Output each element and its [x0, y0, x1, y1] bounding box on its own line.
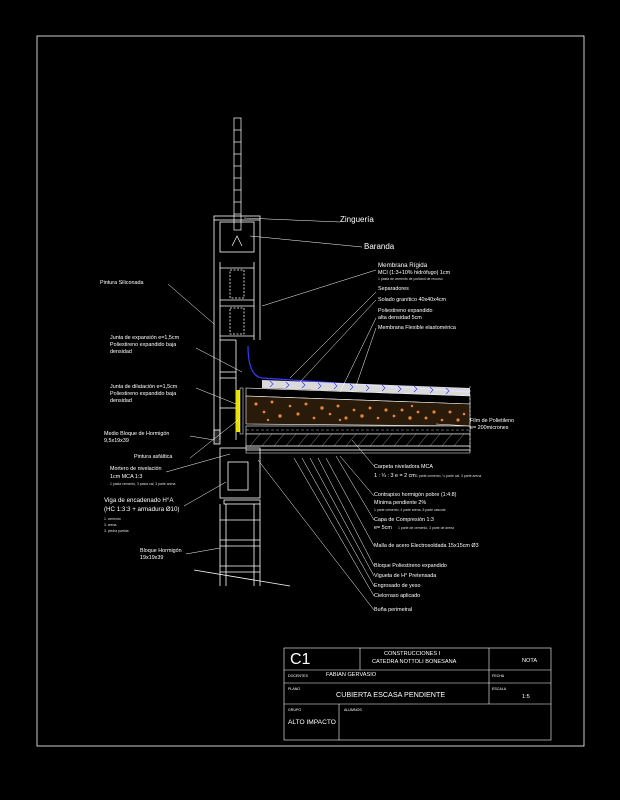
- label-film-spec: e= 200micrones: [470, 425, 509, 431]
- label-carpeta: Carpeta niveladora MCA: [374, 464, 434, 470]
- label-junta-dilatacion-3: densidad: [110, 398, 132, 404]
- label-junta-expansion-3: densidad: [110, 349, 132, 355]
- title-org-1: CONSTRUCCIONES I: [384, 651, 441, 657]
- label-contrapiso-note: 1 parte cemento, 4 parte arena, 8 parte …: [374, 508, 446, 512]
- roof-layers: [245, 345, 471, 454]
- insulation-strip: [236, 390, 240, 432]
- label-mortero-note: 1 pasta cemento, 3 pasta cal, 3 parte ar…: [110, 482, 176, 486]
- label-junta-expansion-2: Poliestireno expandido baja: [110, 342, 177, 348]
- label-viga-l3: 3. piedra partida: [104, 529, 129, 533]
- label-malla: Malla de acero Electrosoldada 15x15cm Ø3: [374, 543, 479, 549]
- title-block: [283, 647, 552, 741]
- label-pintura-asfaltica: Pintura asfáltica: [134, 454, 173, 460]
- label-viga-l1: 1. cemento: [104, 517, 121, 521]
- label-buna: Buña perimetral: [374, 607, 413, 613]
- label-medio-bloque-dim: 9,5x19x39: [104, 438, 129, 444]
- label-contrapiso: Contrapiso hormigón pobre (1:4:8): [374, 492, 457, 498]
- title-grupo-value: ALTO IMPACTO: [288, 719, 336, 726]
- label-membrana-rigida: Membrana Rígida: [378, 262, 428, 269]
- label-bloque-eps: Bloque Poliestireno expandido: [374, 563, 447, 569]
- label-cielorraso: Cielorraso aplicado: [374, 593, 421, 599]
- gravel-aggregate: [254, 400, 466, 422]
- railing-post: [231, 117, 243, 247]
- label-membrana-rigida-spec: MCI (1:3+10% hidrófugo) 1cm: [378, 270, 451, 276]
- label-medio-bloque: Medio Bloque de Hormigón: [104, 431, 170, 437]
- label-bloque: Bloque Hormigón: [140, 548, 182, 554]
- label-capa-note: 1 parte de cemento, 3 parte de arena: [398, 526, 454, 530]
- title-alumnos-label: ALUMNOS: [344, 708, 362, 712]
- label-carpeta-note: 1 parte cemento, ¼ parte cal, 3 parte ar…: [416, 474, 482, 478]
- label-zingueria: Zinguería: [340, 215, 374, 224]
- ring-beam: [219, 447, 261, 505]
- title-plano-label: PLANO: [288, 687, 301, 691]
- title-code: C1: [290, 651, 311, 668]
- label-baranda: Baranda: [364, 242, 395, 251]
- label-viga-l2: 3. arena: [104, 523, 117, 527]
- joint-strip: [239, 387, 244, 435]
- title-docentes-label: DOCENTES: [288, 674, 308, 678]
- label-junta-expansion: Junta de expansión e=1,5cm: [110, 335, 180, 341]
- label-mortero-spec: 1cm MCA 1:3: [110, 474, 143, 480]
- label-mortero: Mortero de nivelación: [110, 466, 162, 472]
- label-membrana-rigida-note: 1 pasta de cemento de portland de recurs…: [378, 277, 443, 281]
- title-fecha-label: FECHA: [492, 674, 505, 678]
- title-nota: NOTA: [522, 658, 538, 664]
- label-poliestireno: Poliestireno expandido: [378, 308, 433, 314]
- title-grupo-label: GRUPO: [288, 708, 302, 712]
- label-solado: Solado granítico 40x40x4cm: [378, 297, 447, 303]
- label-contrapiso-spec: Mínima pendiente 2%: [374, 500, 427, 506]
- label-viga-spec: (HC 1:3:3 + armadura Ø10): [104, 506, 180, 513]
- label-vigueta: Vigueta de H° Pretensada: [374, 573, 437, 579]
- label-junta-dilatacion: Junta de dilatación e=1,5cm: [110, 384, 178, 390]
- label-capa-spec: e= 5cm: [374, 525, 392, 531]
- label-capa: Capa de Compresión 1:3: [374, 517, 434, 523]
- leader-lines: [165, 217, 471, 611]
- label-engrosado: Engrosado de yeso: [374, 583, 421, 589]
- label-bloque-dim: 19x19x39: [140, 555, 164, 561]
- label-membrana-flexible: Membrana Flexible elastomérica: [378, 325, 456, 331]
- label-carpeta-spec: 1 : ¼ : 3 e = 2 cm: [374, 473, 416, 479]
- label-viga: Viga de encadenado H°A: [104, 497, 174, 504]
- label-separadores: Separadores: [378, 286, 409, 292]
- label-poliestireno-densidad: alta densidad 5cm: [378, 315, 422, 321]
- title-escala-value: 1:5: [522, 694, 530, 700]
- sheet-border: [36, 35, 585, 747]
- lower-block-wall: [193, 504, 291, 587]
- title-escala-label: ESCALA: [492, 687, 507, 691]
- coping-cap: [213, 215, 261, 262]
- title-docentes-value: FABIAN GERVASIO: [326, 672, 377, 678]
- label-junta-dilatacion-2: Poliestireno expandido baja: [110, 391, 177, 397]
- title-plano-value: CUBIERTA ESCASA PENDIENTE: [336, 690, 446, 699]
- label-film: Film de Polietileno: [470, 418, 515, 424]
- title-org-2: CATEDRA NOTTOLI BONESANA: [372, 659, 457, 665]
- label-pintura-siliconada: Pintura Siliconada: [100, 280, 144, 286]
